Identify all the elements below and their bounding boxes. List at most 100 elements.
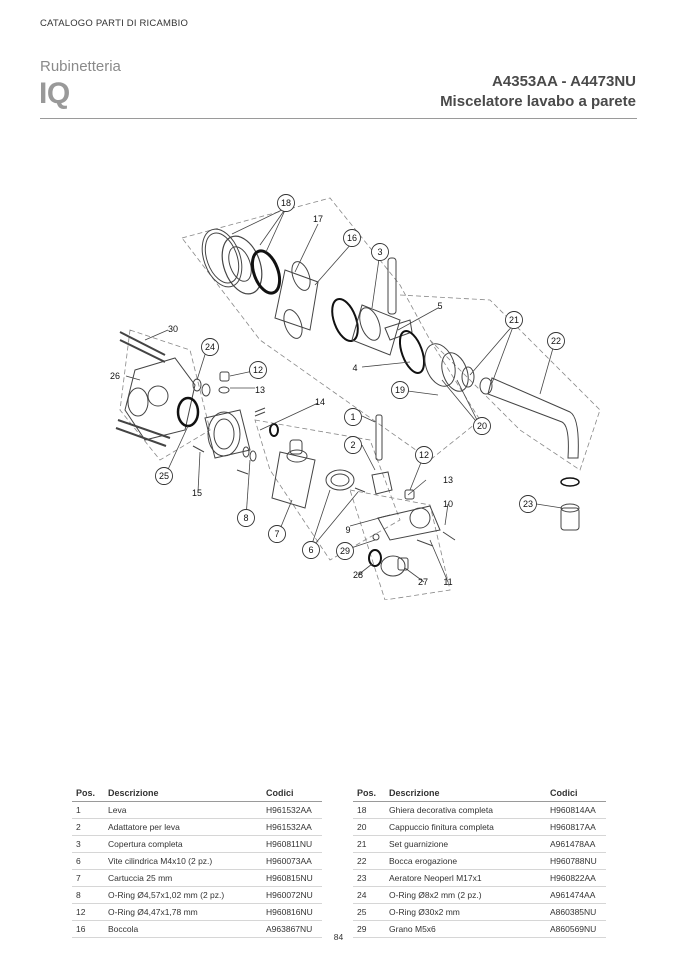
- callout-bubble: 27: [418, 577, 428, 587]
- callout-label: 27: [418, 577, 428, 587]
- cell-pos: 12: [72, 903, 104, 921]
- callout-bubble: 11: [443, 577, 452, 587]
- cell-description: Ghiera decorativa completa: [385, 801, 546, 819]
- cell-description: Adattatore per leva: [104, 818, 262, 836]
- cell-description: O-Ring Ø8x2 mm (2 pz.): [385, 886, 546, 904]
- callout-bubble: 13: [443, 475, 453, 485]
- callout-bubble: 1: [344, 408, 362, 426]
- page-number: 84: [333, 932, 344, 942]
- cell-description: Bocca erogazione: [385, 852, 546, 870]
- cell-code: A860569NU: [546, 920, 606, 938]
- callout-label: 25: [159, 471, 169, 481]
- header-divider: [40, 118, 637, 119]
- callout-label: 12: [253, 365, 263, 375]
- callout-label: 2: [350, 440, 355, 450]
- brand-name: IQ: [39, 77, 70, 110]
- cell-description: Vite cilindrica M4x10 (2 pz.): [104, 852, 262, 870]
- cell-pos: 16: [72, 920, 104, 938]
- cell-code: H960811NU: [262, 835, 322, 853]
- cell-description: O-Ring Ø4,57x1,02 mm (2 pz.): [104, 886, 262, 904]
- callout-label: 8: [243, 513, 248, 523]
- callout-bubble: 13: [255, 385, 265, 395]
- col-pos: Pos.: [72, 785, 104, 802]
- cell-code: H960822AA: [546, 869, 606, 887]
- callout-label: 21: [509, 315, 519, 325]
- cell-code: H960817AA: [546, 818, 606, 836]
- cell-code: A961474AA: [546, 886, 606, 904]
- cell-code: H961532AA: [262, 818, 322, 836]
- col-codici: Codici: [262, 785, 322, 802]
- cell-description: Boccola: [104, 920, 262, 938]
- cell-description: Cartuccia 25 mm: [104, 869, 262, 887]
- callout-label: 14: [315, 397, 325, 407]
- callout-bubble: 4: [352, 363, 357, 373]
- callout-label: 18: [281, 198, 291, 208]
- series-label: Rubinetteria: [40, 58, 121, 75]
- callout-bubble: 16: [343, 229, 361, 247]
- callout-label: 26: [110, 371, 120, 381]
- col-pos: Pos.: [353, 785, 385, 802]
- cell-code: A963867NU: [262, 920, 322, 938]
- cell-pos: 25: [353, 903, 385, 921]
- cell-pos: 1: [72, 801, 104, 819]
- cell-description: Cappuccio finitura completa: [385, 818, 546, 836]
- callout-label: 20: [477, 421, 487, 431]
- callout-label: 13: [255, 385, 265, 395]
- cell-pos: 2: [72, 818, 104, 836]
- callout-bubble: 10: [443, 499, 453, 509]
- cell-pos: 24: [353, 886, 385, 904]
- callout-label: 15: [192, 488, 202, 498]
- callout-bubble: 30: [168, 324, 178, 334]
- callout-bubble: 19: [391, 381, 409, 399]
- cell-code: H960815NU: [262, 869, 322, 887]
- callout-label: 9: [345, 525, 350, 535]
- callout-label: 30: [168, 324, 178, 334]
- callout-bubble: 8: [237, 509, 255, 527]
- callout-label: 11: [443, 577, 452, 587]
- callout-label: 29: [340, 546, 350, 556]
- callout-label: 22: [551, 336, 561, 346]
- cell-pos: 29: [353, 920, 385, 938]
- col-codici: Codici: [546, 785, 606, 802]
- callout-bubble: 14: [315, 397, 325, 407]
- callout-bubble: 12: [415, 446, 433, 464]
- callout-label: 16: [347, 233, 357, 243]
- callout-label: 10: [443, 499, 453, 509]
- cell-pos: 7: [72, 869, 104, 887]
- callout-label: 6: [308, 545, 313, 555]
- callout-label: 5: [437, 301, 442, 311]
- callout-label: 3: [377, 247, 382, 257]
- exploded-view-diagram: 1817163521223024261213194201412121310232…: [110, 194, 601, 600]
- callout-bubble: 7: [268, 525, 286, 543]
- callout-bubble: 12: [249, 361, 267, 379]
- callout-bubble: 20: [473, 417, 491, 435]
- callout-bubble: 6: [302, 541, 320, 559]
- cell-pos: 8: [72, 886, 104, 904]
- cell-description: O-Ring Ø30x2 mm: [385, 903, 546, 921]
- cell-code: H960073AA: [262, 852, 322, 870]
- cell-pos: 3: [72, 835, 104, 853]
- callout-label: 28: [353, 570, 363, 580]
- callout-bubble: 29: [336, 542, 354, 560]
- cell-code: A860385NU: [546, 903, 606, 921]
- callout-bubble: 15: [192, 488, 202, 498]
- cell-pos: 18: [353, 801, 385, 819]
- cell-description: Leva: [104, 801, 262, 819]
- cell-pos: 23: [353, 869, 385, 887]
- cell-description: O-Ring Ø4,47x1,78 mm: [104, 903, 262, 921]
- product-codes: A4353AA - A4473NU: [492, 73, 636, 90]
- callout-bubble: 23: [519, 495, 537, 513]
- callout-bubble: 5: [437, 301, 442, 311]
- callout-label: 24: [205, 342, 215, 352]
